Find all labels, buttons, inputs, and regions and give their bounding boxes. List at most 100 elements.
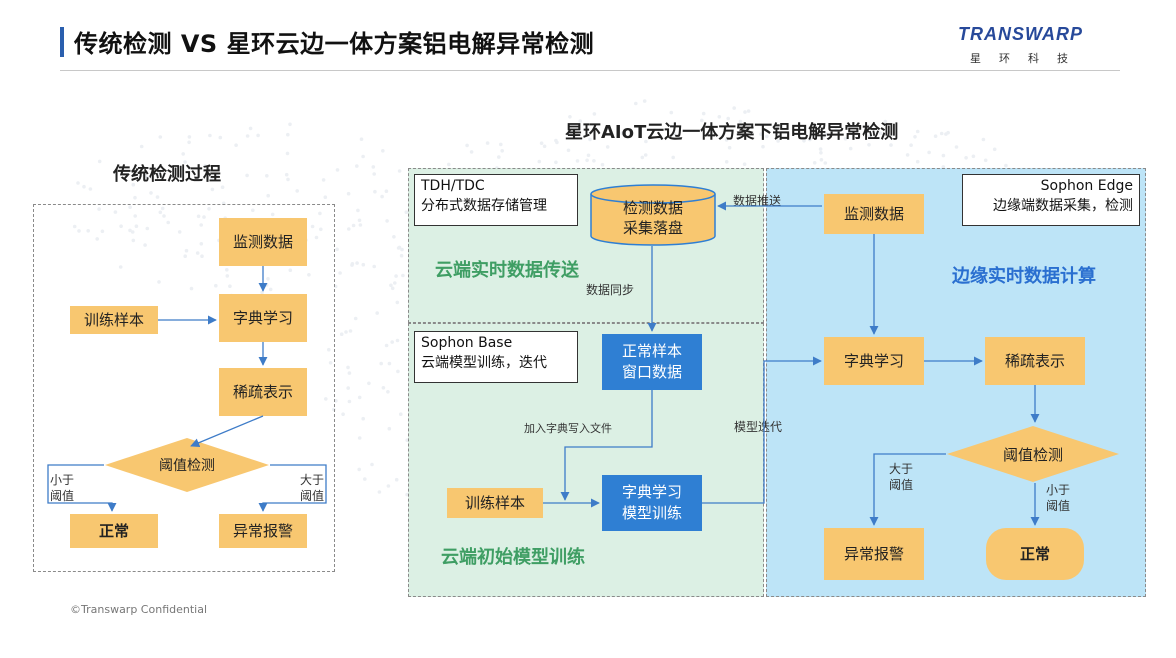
edge-zone <box>766 168 1146 597</box>
map-dot <box>605 145 610 149</box>
normal-window-line2: 窗口数据 <box>621 363 682 381</box>
map-dot <box>834 128 838 132</box>
map-dot <box>196 214 201 219</box>
map-dot <box>157 280 161 284</box>
map-dot <box>286 132 290 137</box>
map-dot <box>743 110 747 114</box>
map-dot <box>939 131 944 136</box>
map-dot <box>207 207 211 211</box>
map-dot <box>251 208 255 213</box>
map-dot <box>671 155 675 160</box>
detect-data-db-label: 检测数据 采集落盘 <box>590 198 716 239</box>
map-dot <box>200 254 204 258</box>
map-dot <box>759 132 763 136</box>
cloud-realtime-title: 云端实时数据传送 <box>435 260 579 281</box>
map-dot <box>927 150 931 155</box>
map-dot <box>620 131 624 136</box>
cloud-init-title: 云端初始模型训练 <box>441 547 585 568</box>
map-dot <box>245 134 250 138</box>
map-dot <box>404 210 409 214</box>
map-dot <box>447 162 451 167</box>
map-dot <box>866 124 870 128</box>
map-dot <box>265 174 269 178</box>
trad-normal-box: 正常 <box>70 514 158 548</box>
map-dot <box>119 224 123 228</box>
map-dot <box>802 139 806 143</box>
map-dot <box>203 164 207 168</box>
map-dot <box>542 144 547 149</box>
map-dot <box>765 134 769 139</box>
map-dot <box>353 316 358 321</box>
model-iter-label: 模型迭代 <box>734 420 783 434</box>
map-dot <box>344 330 348 334</box>
map-dot <box>964 156 968 160</box>
map-dot <box>644 139 648 144</box>
map-dot <box>600 162 605 167</box>
map-dot <box>658 136 662 141</box>
map-dot <box>295 189 300 193</box>
map-dot <box>351 223 356 228</box>
map-dot <box>821 135 825 140</box>
map-dot <box>158 135 163 139</box>
map-dot <box>187 135 192 139</box>
map-dot <box>248 126 253 131</box>
map-dot <box>314 235 319 240</box>
map-dot <box>334 399 338 403</box>
map-dot <box>539 141 544 145</box>
edge-realtime-title: 边缘实时数据计算 <box>952 266 1096 287</box>
map-dot <box>346 365 350 370</box>
map-dot <box>355 261 359 265</box>
map-dot <box>393 281 397 285</box>
map-dot <box>585 158 589 163</box>
map-dot <box>819 158 824 162</box>
tdh-box-line1: TDH/TDC <box>421 178 485 194</box>
map-dot <box>346 191 351 196</box>
map-dot <box>361 416 366 421</box>
edge-monitor-data-box: 监测数据 <box>824 194 924 234</box>
trad-threshold-label: 阈值检测 <box>159 458 215 474</box>
map-dot <box>808 137 812 142</box>
map-dot <box>642 99 647 103</box>
map-dot <box>268 287 273 292</box>
map-dot <box>954 145 959 149</box>
trad-above-threshold-label: 大于 阈值 <box>300 472 324 504</box>
map-dot <box>372 264 377 269</box>
map-dot <box>128 205 132 209</box>
map-dot <box>270 212 275 217</box>
edge-threshold-label: 阈值检测 <box>1002 445 1063 464</box>
map-dot <box>286 177 290 182</box>
map-dot <box>700 118 704 123</box>
map-dot <box>361 262 366 267</box>
map-dot <box>399 253 404 258</box>
map-dot <box>724 138 729 142</box>
map-dot <box>76 181 80 185</box>
dict-model-train-line1: 字典学习 <box>621 483 682 501</box>
map-dot <box>220 185 225 189</box>
map-dot <box>355 164 359 168</box>
map-dot <box>234 143 238 147</box>
map-dot <box>776 139 780 143</box>
map-dot <box>335 168 340 172</box>
map-dot <box>357 395 362 400</box>
map-dot <box>225 274 230 278</box>
map-dot <box>640 155 645 160</box>
traditional-flow-container <box>33 204 335 572</box>
edge-above-line1: 大于 <box>889 462 914 476</box>
map-dot <box>738 119 743 124</box>
map-dot <box>189 286 194 291</box>
map-dot <box>726 116 730 121</box>
map-dot <box>162 214 166 218</box>
map-dot <box>195 251 200 255</box>
map-dot <box>588 137 592 142</box>
map-dot <box>128 228 132 233</box>
map-dot <box>133 195 137 200</box>
title-divider <box>60 70 1120 71</box>
map-dot <box>130 230 135 234</box>
dict-model-train-line2: 模型训练 <box>621 504 682 522</box>
map-dot <box>761 144 765 149</box>
map-dot <box>568 115 572 119</box>
map-dot <box>82 184 86 189</box>
map-dot <box>392 235 396 239</box>
add-dict-label: 加入字典写入文件 <box>524 422 612 435</box>
map-dot <box>701 111 706 116</box>
